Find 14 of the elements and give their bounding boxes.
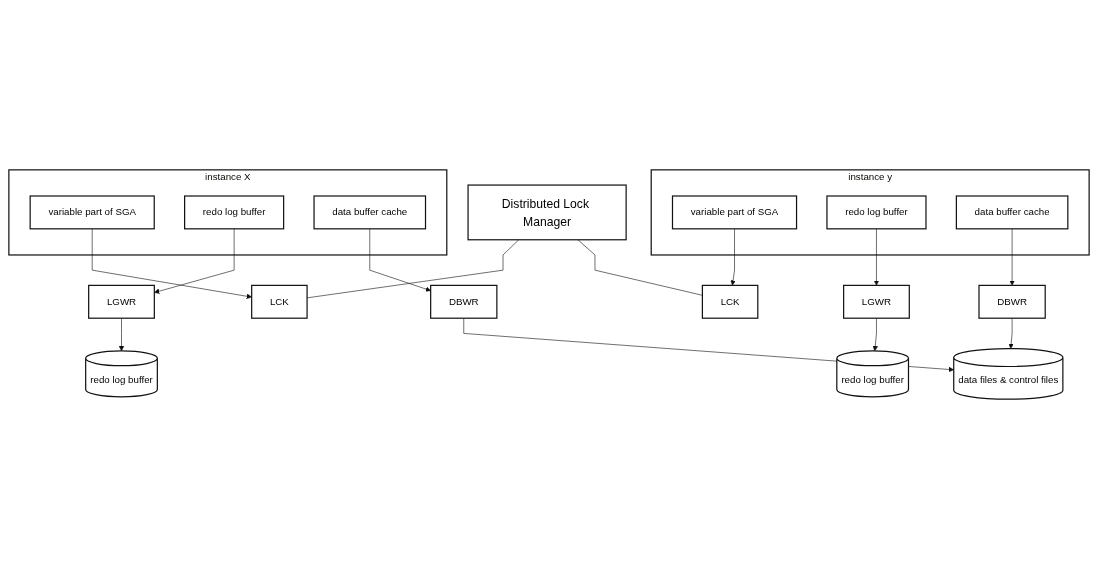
- node-box: redo log buffer: [183, 195, 284, 230]
- node-box: LGWR: [842, 285, 910, 320]
- connector: [306, 239, 519, 299]
- node-box: data buffer cache: [955, 195, 1068, 230]
- node-box: Distributed Lock Manager: [466, 184, 627, 241]
- node-box: DBWR: [977, 285, 1046, 320]
- node-box: LCK: [250, 285, 308, 320]
- node-box: redo log buffer: [825, 195, 927, 230]
- node-box: variable part of SGA: [29, 195, 155, 230]
- node-box: LCK: [701, 285, 758, 320]
- node-box: variable part of SGA: [671, 195, 797, 230]
- node-box: DBWR: [429, 285, 497, 320]
- node-box: data buffer cache: [312, 195, 426, 230]
- node-box: LGWR: [87, 285, 155, 320]
